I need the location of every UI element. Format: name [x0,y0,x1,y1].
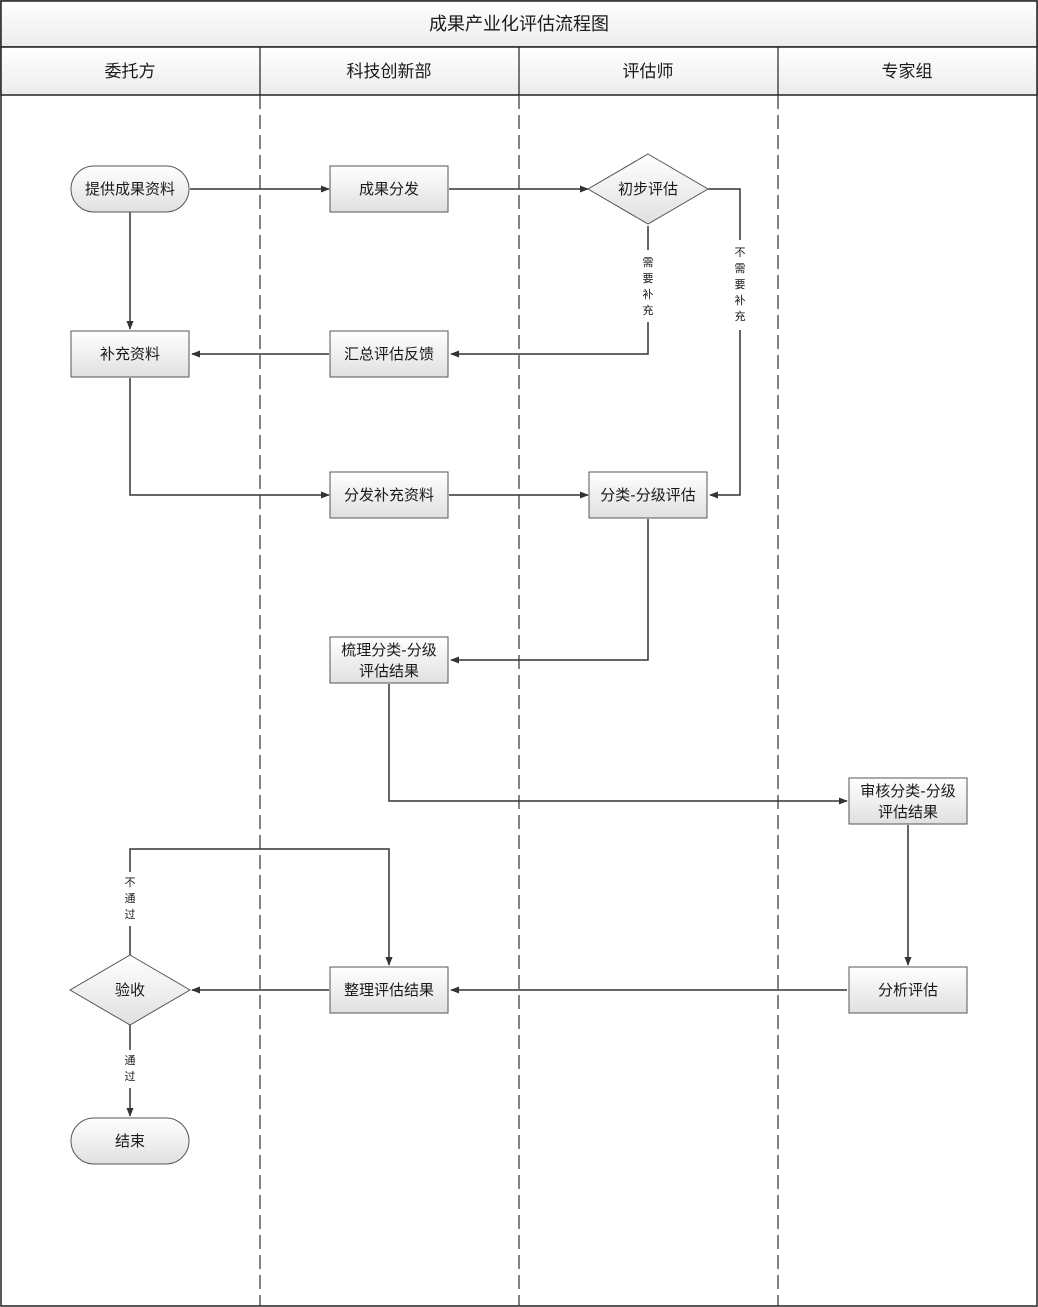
svg-text:结束: 结束 [115,1132,145,1150]
node-analyze-assessment: 分析评估 [848,966,968,1014]
diagram-title: 成果产业化评估流程图 [429,14,609,35]
svg-text:补充资料: 补充资料 [100,345,160,363]
svg-text:要: 要 [643,272,654,285]
node-distribute-supplement: 分发补充资料 [329,471,449,519]
svg-text:通: 通 [125,1054,136,1067]
svg-text:过: 过 [125,1070,136,1083]
svg-text:通: 通 [125,892,136,905]
node-summarize-feedback: 汇总评估反馈 [329,330,449,378]
node-organize-results: 整理评估结果 [329,966,449,1014]
edge-classify-to-sort [450,519,649,664]
svg-text:要: 要 [735,278,746,291]
svg-text:评估结果: 评估结果 [359,662,419,680]
node-initial-assessment: 初步评估 [587,153,709,225]
edge-sort-to-review [388,684,848,805]
svg-text:梳理分类-分级: 梳理分类-分级 [341,641,436,659]
svg-text:分发补充资料: 分发补充资料 [344,486,434,504]
svg-text:分析评估: 分析评估 [878,981,938,999]
node-end: 结束 [70,1117,190,1165]
svg-text:验收: 验收 [115,981,145,999]
svg-text:过: 过 [125,908,136,921]
lane-header-client: 委托方 [105,62,156,82]
edge-label-need-supplement: 需 要 补 充 [643,256,654,317]
lane-header-expert-group: 专家组 [882,62,933,82]
node-review-results: 审核分类-分级 评估结果 [848,777,968,825]
svg-text:不: 不 [125,876,136,889]
node-supplement-materials: 补充资料 [70,330,190,378]
svg-text:成果分发: 成果分发 [359,180,419,198]
svg-text:充: 充 [735,309,746,323]
svg-text:汇总评估反馈: 汇总评估反馈 [344,345,434,363]
node-provide-materials: 提供成果资料 [70,165,190,213]
svg-text:提供成果资料: 提供成果资料 [85,180,175,198]
edge-label-no-need-supplement: 不 需 要 补 充 [735,246,746,323]
svg-text:整理评估结果: 整理评估结果 [344,981,434,999]
node-distribute-results: 成果分发 [329,165,449,213]
svg-text:审核分类-分级: 审核分类-分级 [860,782,955,800]
svg-text:需: 需 [643,256,654,269]
edge-label-pass: 通 过 [125,1054,136,1083]
node-sort-results: 梳理分类-分级 评估结果 [329,636,449,684]
connectors [126,185,912,1117]
svg-text:分类-分级评估: 分类-分级评估 [600,486,695,504]
svg-text:不: 不 [735,246,746,259]
svg-text:评估结果: 评估结果 [878,803,938,821]
lane-header-assessor: 评估师 [623,62,674,82]
svg-text:初步评估: 初步评估 [618,180,678,198]
edge-initial-no-need-supplement [708,188,741,499]
lane-header-tech-dept: 科技创新部 [347,62,432,82]
svg-text:充: 充 [643,303,654,317]
edge-supplement-to-dist-supp [129,378,330,499]
svg-text:需: 需 [735,262,746,275]
edge-label-fail: 不 通 过 [125,876,136,921]
node-classify-grade-assessment: 分类-分级评估 [588,471,708,519]
node-acceptance: 验收 [69,954,191,1026]
svg-text:补: 补 [643,288,654,301]
svg-text:补: 补 [735,294,746,307]
